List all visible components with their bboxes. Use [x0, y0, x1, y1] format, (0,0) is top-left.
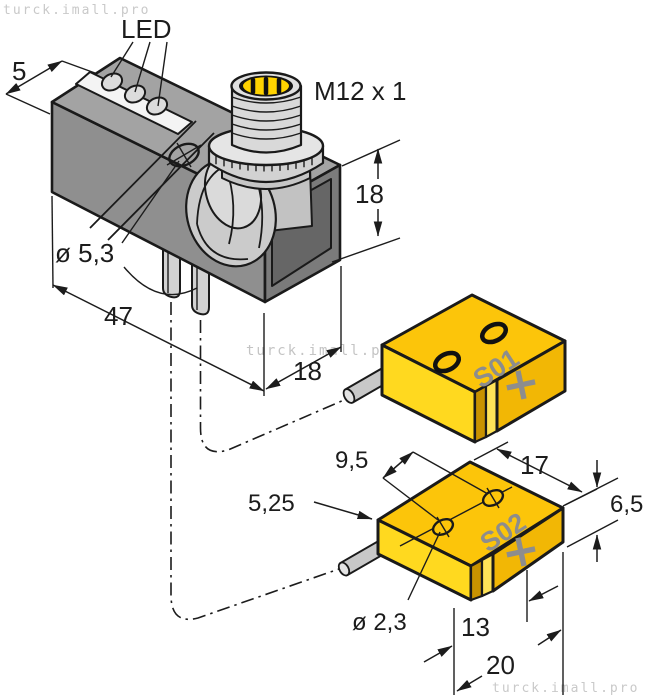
s02-front-face: [491, 506, 565, 593]
led-strip: [75, 71, 193, 135]
dim-notch-to-edge: 13: [423, 552, 564, 695]
dim-connector-height: 18: [331, 139, 401, 263]
s02-notch-light: [480, 552, 495, 598]
dim-led: LED: [110, 14, 172, 107]
dim-housing-width: 5: [5, 56, 96, 115]
connector-height-label: 18: [355, 179, 384, 209]
housing-depth-label: 18: [293, 356, 322, 386]
m12-connector: [207, 71, 325, 190]
led-indicator-1: [100, 72, 124, 92]
s02-notch-dark: [469, 558, 484, 602]
dim-mounting-hole: ø 5,3: [55, 160, 198, 296]
dim-block-hole: ø 2,3: [352, 531, 441, 636]
thread-rings: [231, 96, 302, 140]
sensor-block-s01: S01 +: [342, 293, 567, 444]
sensor-housing: [50, 56, 342, 316]
led-label: LED: [121, 14, 172, 44]
centerline-to-s01: [199, 320, 345, 453]
clamp-channel-line-1: [89, 120, 197, 229]
connector-thread-label: M12 x 1: [314, 76, 407, 106]
led-indicator-3: [145, 96, 169, 116]
led-indicator-2: [123, 84, 147, 104]
notch-to-edge-label: 13: [461, 612, 490, 642]
dim-housing-length: 47: [51, 195, 265, 396]
dim-hole-spacing: 9,5: [335, 447, 489, 521]
s01-hole-1: [432, 350, 462, 374]
hole-spacing-label: 9,5: [335, 447, 368, 474]
watermark-bottom-right: turck.imall.pro: [492, 681, 639, 696]
dim-block-height: 6,5: [564, 460, 643, 562]
centerline-to-s02: [170, 302, 340, 620]
watermark-top-left: turck.imall.pro: [3, 3, 150, 18]
connection-centerlines: [170, 302, 345, 620]
s02-crosshair-2: [481, 487, 505, 509]
dim-hole-edge-offset: 5,25: [248, 490, 373, 520]
block-depth-label: 17: [520, 450, 549, 480]
housing-width-label: 5: [12, 56, 26, 86]
mounting-hole-label: ø 5,3: [55, 238, 114, 268]
block-height-label: 6,5: [610, 491, 643, 518]
dim-housing-depth: 18: [265, 266, 342, 390]
block-length-label: 20: [486, 650, 515, 680]
s01-hole-2: [479, 321, 509, 345]
block-hole-label: ø 2,3: [352, 609, 407, 636]
dim-block-length: 20: [456, 629, 562, 692]
s02-crosshair-1: [431, 516, 455, 538]
sensor-block-s02: S02 +: [337, 460, 565, 602]
connector-pins: [250, 76, 282, 96]
housing-length-label: 47: [104, 301, 133, 331]
s01-notch-dark: [473, 384, 488, 444]
mounting-hole-crosshair: [166, 142, 202, 168]
hole-edge-offset-label: 5,25: [248, 490, 295, 517]
s01-front-face: [495, 339, 567, 433]
